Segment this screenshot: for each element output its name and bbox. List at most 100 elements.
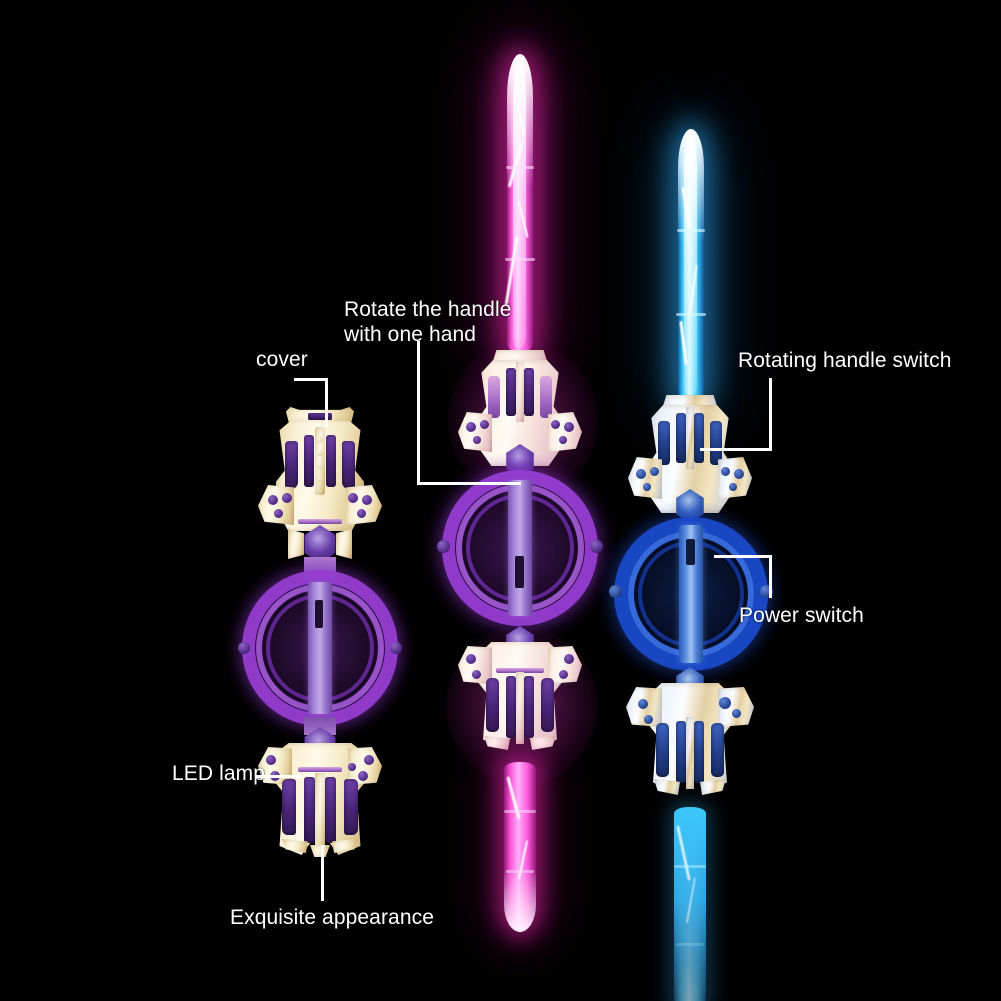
spine-bead-3 [317,463,323,469]
upper-left-button-3[interactable] [274,509,283,518]
blue-upper-button-r1[interactable] [734,469,744,479]
blue-upper-button-l3[interactable] [643,483,651,491]
blue-lower-led-left [656,723,669,777]
annotation-rotate-handle-leader-h [417,482,521,485]
blue-blade-seam-1 [677,229,705,232]
blue-sword-lower-hilt [600,665,780,815]
pink-sword-ring[interactable] [424,452,616,644]
pink-ring-bar-notch [515,556,524,588]
left-product-bottom-tip [310,845,330,857]
blue-upper-button-l2[interactable] [650,467,659,476]
spine-bead-1 [317,437,323,443]
pink-upper-spine [516,362,524,422]
ring-pivot-right [390,642,402,654]
pink-upper-button-r2[interactable] [551,420,560,429]
left-product-ring [226,554,414,742]
blue-lower-button-r2[interactable] [732,709,741,718]
pink-upper-button-l3[interactable] [473,436,481,444]
blue-lower-led-right [711,723,724,777]
blue-blade-seam-2 [676,313,706,316]
pink-lower-button-r2[interactable] [559,670,568,679]
blue-upper-button-l1[interactable] [636,469,646,479]
pink-upper-window-center-left [506,368,516,416]
left-product-upper-hilt [230,419,410,569]
pink-lower-button-r1[interactable] [564,654,574,664]
lower-collar-bar [298,767,342,772]
pink-blade-seam-2 [505,258,535,261]
blue-lower-blade-seam-1 [674,865,706,868]
blue-upper-button-r2[interactable] [721,467,730,476]
left-product-lower-hilt [230,727,410,857]
annotation-exquisite-appearance-label: Exquisite appearance [230,906,434,929]
annotation-power-switch-leader-v [769,556,772,598]
upper-gem-bezel-right [336,529,352,559]
upper-right-button-3[interactable] [357,509,366,518]
blue-lower-blade-seam-2 [676,943,704,946]
upper-right-wing [346,485,382,525]
blue-lower-button-l2[interactable] [644,715,653,724]
left-product-led-strip [282,779,296,835]
annotation-rotate-handle-leader-v [417,341,420,485]
upper-center-right-window [326,435,336,487]
lower-left-button-1[interactable] [266,755,276,765]
pink-lower-blade-seam-2 [506,870,534,873]
upper-gem-bezel-left [288,529,304,559]
lower-center-spine [315,773,325,851]
pink-ring-pivot-left [437,540,450,553]
pink-upper-button-l1[interactable] [466,422,476,432]
annotation-rotating-handle-switch-leader-v [769,378,772,450]
upper-right-button-2[interactable] [348,493,358,503]
pink-lower-led-center-left [506,676,516,738]
pink-lower-led-right [541,678,554,732]
pink-ring-pivot-right [590,540,603,553]
blue-upper-window-center-left [676,413,686,463]
annotation-rotate-handle-label: Rotate the handle with one hand [344,298,512,346]
pink-upper-button-r1[interactable] [564,422,574,432]
lower-right-button-2[interactable] [358,771,368,781]
upper-right-window [342,441,355,489]
pink-lower-button-l2[interactable] [472,670,481,679]
blue-upper-window-right [710,421,722,465]
pink-upper-window-right [540,376,552,418]
pink-upper-wing-left [458,412,492,452]
blue-upper-wing-left [628,457,662,499]
pink-upper-button-l2[interactable] [480,420,489,429]
blue-sword-upper-blade-core [684,135,697,395]
blue-ring-pivot-left [609,585,622,598]
left-product-neck-lower [304,717,336,735]
lower-right-button-3[interactable] [348,763,356,771]
blue-sword [598,125,784,1001]
pink-ring-center-bar[interactable] [508,480,532,616]
pink-upper-button-r3[interactable] [559,436,567,444]
pink-lower-blade-seam-1 [504,810,536,813]
pink-lower-led-left [486,678,499,732]
pink-upper-wing-right [548,412,582,452]
blue-ring-bar-notch [686,539,695,565]
pink-upper-window-center-right [524,368,534,416]
upper-left-wing [258,485,294,525]
blue-lower-button-l1[interactable] [638,699,648,709]
led-strip-center-right [325,777,336,843]
lower-right-button-1[interactable] [364,755,374,765]
blue-upper-spine [686,407,694,469]
annotation-power-switch-label: Power switch [739,604,864,627]
pink-lower-spine [516,672,524,744]
blue-upper-button-r3[interactable] [729,483,737,491]
pink-lower-led-center-right [524,676,534,738]
blue-sword-grip-button[interactable] [719,697,731,709]
cover-slot [308,413,332,420]
pink-lower-button-l1[interactable] [466,654,476,664]
pink-lower-collar-bar [496,668,544,673]
annotation-led-lamp-leader-h [255,775,302,778]
spine-bead-4 [317,476,323,482]
upper-left-button-1[interactable] [268,495,278,505]
annotation-led-lamp-label: LED lamp [172,762,266,785]
upper-left-button-2[interactable] [282,493,292,503]
pink-sword-lower-hilt [430,620,610,786]
upper-center-spine [315,427,325,495]
upper-right-button-1[interactable] [362,495,372,505]
annotation-cover-leader-v [325,378,328,426]
led-strip-center-left [304,777,315,843]
blue-sword-ring[interactable] [598,501,784,687]
